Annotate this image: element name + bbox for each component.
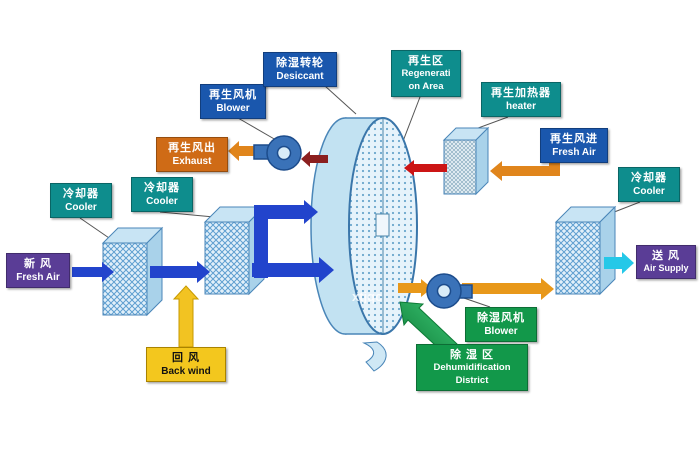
- cooler-unit-a: [101, 226, 164, 317]
- cooler-b-front: [204, 221, 250, 295]
- label-back-wind: 回 风 Back wind: [146, 347, 226, 383]
- label-regeneration-area-zh: 再生区: [408, 55, 444, 67]
- watermark-text: xtjqc: [352, 289, 382, 304]
- arrow-back-wind-up: [172, 285, 200, 348]
- label-desiccant-wheel-en: Desiccant: [276, 71, 324, 83]
- label-dehumid-blower-en: Blower: [484, 326, 518, 338]
- arrow-heater-to-wheel: [404, 160, 447, 176]
- label-regen-blower-en: Blower: [216, 103, 250, 115]
- label-cooler-c-en: Cooler: [633, 186, 665, 198]
- label-regen-blower: 再生风机 Blower: [200, 84, 266, 120]
- connector-cooler-b: [159, 211, 215, 218]
- label-regen-heater-zh: 再生加热器: [491, 87, 551, 99]
- label-air-supply-zh: 送 风: [651, 250, 681, 262]
- connector-desiccant: [324, 85, 357, 115]
- label-regeneration-area-en2: on Area: [408, 80, 444, 92]
- regen-blower-fan-icon: [253, 135, 302, 171]
- process-air-arrows: [72, 200, 334, 283]
- label-exhaust-zh: 再生风出: [168, 142, 216, 154]
- dehumidified-air-arrows: [398, 278, 554, 300]
- label-dehumid-blower-zh: 除湿风机: [477, 312, 525, 324]
- arrow-wheel-to-dehumid-blower: [398, 279, 432, 297]
- label-fresh-air: 新 风 Fresh Air: [6, 253, 70, 289]
- dehumid-blower-hub: [436, 283, 452, 299]
- label-regeneration-area-en1: Regenerati: [401, 68, 451, 80]
- regeneration-air-arrows: [228, 141, 560, 181]
- label-dehumid-blower: 除湿风机 Blower: [465, 307, 537, 343]
- arrow-elbow-riser: [254, 205, 268, 278]
- label-connector-lines: [79, 85, 641, 308]
- label-cooler-c-zh: 冷却器: [631, 172, 667, 184]
- cooler-c-side: [599, 205, 616, 296]
- connector-regen-blower: [237, 117, 277, 141]
- label-cooler-b-en: Cooler: [146, 196, 178, 208]
- label-regen-fresh-air-zh: 再生风进: [550, 133, 598, 145]
- label-regen-fresh-air: 再生风进 Fresh Air: [540, 128, 608, 164]
- label-fresh-air-en: Fresh Air: [16, 272, 60, 284]
- label-cooler-a-en: Cooler: [65, 202, 97, 214]
- label-dehumidification-district: 除 湿 区 Dehumidification District: [416, 344, 528, 391]
- label-regen-fresh-air-en: Fresh Air: [552, 147, 596, 159]
- arrow-regen-air-in: [490, 161, 560, 181]
- label-dehumidification-district-en1: Dehumidification: [433, 362, 511, 374]
- arrow-wheel-to-regen-blower: [301, 151, 328, 167]
- label-desiccant-wheel-zh: 除湿转轮: [276, 57, 324, 69]
- wheel-ribbon-icon: [362, 341, 387, 372]
- arrow-air-supply-out: [604, 252, 634, 274]
- desiccant-wheel: xtjqc: [310, 117, 418, 335]
- label-cooler-b: 冷却器 Cooler: [131, 177, 193, 213]
- arrow-process-to-wheel-lower: [252, 257, 334, 283]
- regen-heater-unit: [442, 126, 490, 196]
- label-dehumidification-district-zh: 除 湿 区: [449, 349, 495, 361]
- heater-side: [475, 126, 489, 196]
- cooler-a-front: [102, 242, 148, 316]
- heater-front: [443, 139, 477, 195]
- label-air-supply: 送 风 Air Supply: [636, 245, 696, 279]
- label-regeneration-area: 再生区 Regenerati on Area: [391, 50, 461, 97]
- cooler-c-front: [555, 221, 601, 295]
- label-fresh-air-zh: 新 风: [23, 258, 53, 270]
- dehumid-blower-fan-icon: [426, 273, 473, 309]
- label-cooler-b-zh: 冷却器: [144, 182, 180, 194]
- cooler-unit-c: [554, 205, 617, 296]
- regen-blower-hub: [276, 145, 292, 161]
- label-air-supply-en: Air Supply: [643, 263, 689, 274]
- label-exhaust: 再生风出 Exhaust: [156, 137, 228, 173]
- label-regen-heater: 再生加热器 heater: [481, 82, 561, 118]
- label-back-wind-zh: 回 风: [171, 352, 201, 364]
- label-exhaust-en: Exhaust: [172, 156, 212, 168]
- arrow-cooler-a-to-b: [150, 261, 210, 283]
- label-regen-blower-zh: 再生风机: [209, 89, 257, 101]
- arrow-fresh-air-in: [72, 262, 114, 282]
- label-desiccant-wheel: 除湿转轮 Desiccant: [263, 52, 337, 88]
- label-dehumidification-district-en2: District: [455, 374, 489, 386]
- arrow-dehumid-blower-to-cooler: [462, 278, 554, 300]
- label-cooler-a-zh: 冷却器: [63, 188, 99, 200]
- label-back-wind-en: Back wind: [161, 366, 211, 378]
- wheel-hub: [375, 213, 390, 237]
- label-cooler-c: 冷却器 Cooler: [618, 167, 680, 203]
- connector-cooler-a: [79, 217, 113, 241]
- arrow-regen-in-riser: [549, 160, 560, 171]
- label-cooler-a: 冷却器 Cooler: [50, 183, 112, 219]
- arrow-process-to-wheel-upper: [254, 200, 318, 224]
- label-regen-heater-en: heater: [505, 101, 536, 113]
